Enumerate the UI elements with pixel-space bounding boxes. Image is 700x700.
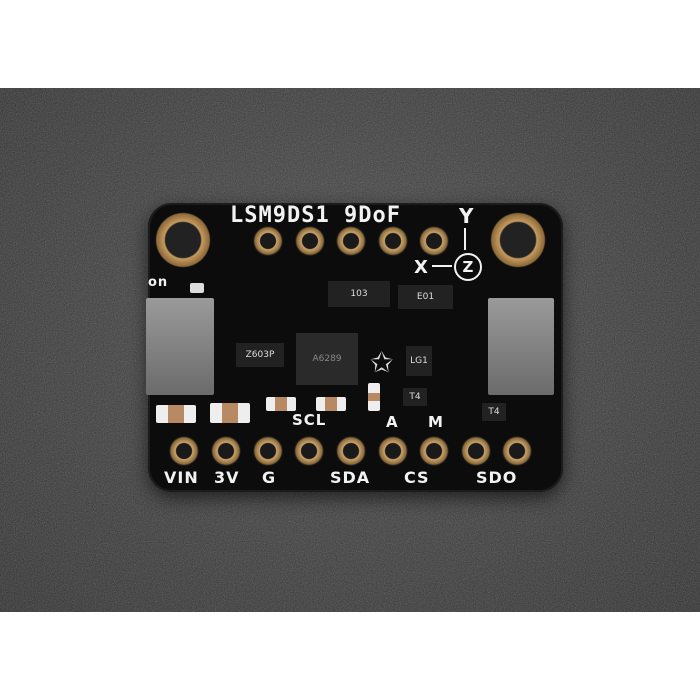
power-led	[190, 283, 204, 293]
mounting-hole-left	[152, 209, 214, 271]
header-pin	[169, 436, 199, 466]
header-pin	[253, 226, 283, 256]
header-pin	[378, 226, 408, 256]
power-led-label: on	[148, 275, 169, 290]
capacitor	[156, 405, 196, 423]
pin-label-sda: SDA	[330, 468, 371, 487]
pin-label-scl: SCL	[292, 411, 327, 429]
axis-z-label: Z	[454, 253, 482, 281]
adafruit-star-logo: ✩	[370, 346, 394, 379]
resistor-array-1: 103	[328, 281, 390, 307]
pin-label-a: A	[386, 413, 399, 431]
capacitor	[316, 397, 346, 411]
diode-2: T4	[482, 403, 506, 421]
axis-x-arrow	[432, 265, 452, 267]
voltage-regulator: Z603P	[236, 343, 284, 367]
header-pin	[461, 436, 491, 466]
capacitor	[368, 383, 380, 411]
pin-label-3v: 3V	[214, 468, 240, 487]
header-pin	[295, 226, 325, 256]
pin-label-gnd: G	[262, 468, 277, 487]
header-pin	[419, 226, 449, 256]
header-pin	[211, 436, 241, 466]
capacitor	[210, 403, 250, 423]
stemma-connector-left	[146, 298, 214, 395]
axis-x-label: X	[414, 257, 429, 278]
lsm9ds1-sensor-chip: A6289	[296, 333, 358, 385]
resistor-array-2: E01	[398, 285, 453, 309]
header-pin	[336, 436, 366, 466]
pin-label-vin: VIN	[164, 468, 199, 487]
axis-y-label: Y	[459, 204, 475, 228]
capacitor	[266, 397, 296, 411]
pin-label-cs: CS	[404, 468, 430, 487]
header-pin	[378, 436, 408, 466]
level-shifter-transistor: LG1	[406, 346, 432, 376]
pin-label-m: M	[428, 413, 444, 431]
pcb-breakout-board: LSM9DS1 9DoF Y X Z on 103 E01 A6289 Z603…	[146, 203, 563, 492]
board-title: LSM9DS1 9DoF	[230, 203, 401, 228]
header-pin	[294, 436, 324, 466]
header-pin	[419, 436, 449, 466]
axis-y-arrow	[464, 228, 466, 250]
stemma-connector-right	[488, 298, 554, 395]
header-pin	[502, 436, 532, 466]
header-pin	[336, 226, 366, 256]
mounting-hole-right	[487, 209, 549, 271]
diode-1: T4	[403, 388, 427, 406]
header-pin	[253, 436, 283, 466]
pin-label-sdo: SDO	[476, 468, 518, 487]
